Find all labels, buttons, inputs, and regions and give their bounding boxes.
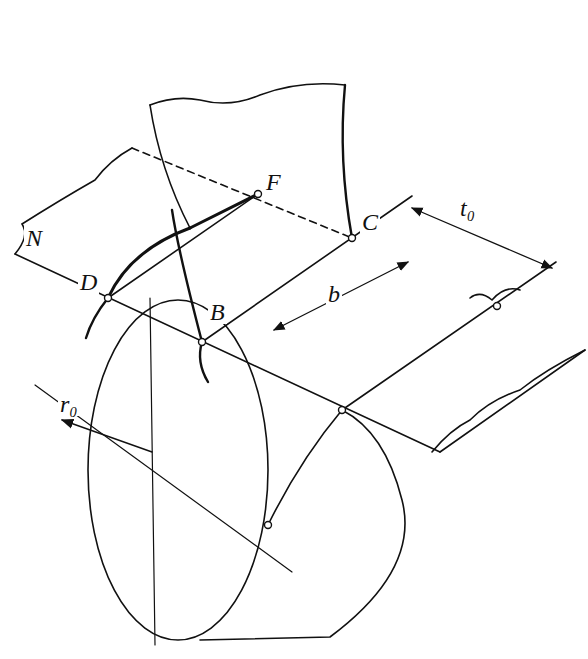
plane-line bbox=[132, 148, 352, 238]
point-dot bbox=[494, 303, 501, 310]
point-label: D bbox=[78, 270, 99, 294]
point-label: t₀ bbox=[458, 196, 477, 220]
radius-arrow bbox=[62, 420, 152, 452]
cylinder-end bbox=[88, 300, 268, 640]
point-dot bbox=[265, 522, 272, 529]
plane-line bbox=[108, 194, 258, 298]
tooth-edge bbox=[172, 210, 202, 342]
helix-curve bbox=[86, 298, 108, 338]
dimension-arrow bbox=[274, 262, 408, 330]
plane-line bbox=[202, 196, 412, 342]
tooth-edge bbox=[190, 194, 258, 228]
cylinder-outline bbox=[200, 410, 405, 640]
tooth-edge bbox=[150, 84, 345, 105]
tooth-edge bbox=[150, 105, 190, 228]
point-label: b bbox=[326, 282, 342, 306]
helix-curve bbox=[200, 342, 208, 382]
plane-edge bbox=[470, 289, 520, 300]
axis-line bbox=[35, 385, 292, 572]
plane-edge bbox=[15, 254, 440, 452]
point-label: B bbox=[208, 300, 227, 324]
point-dot bbox=[349, 235, 356, 242]
dimension-arrow bbox=[412, 208, 552, 268]
point-dot bbox=[255, 191, 262, 198]
point-label: C bbox=[360, 210, 380, 234]
plane-line bbox=[440, 350, 585, 452]
point-dot bbox=[199, 339, 206, 346]
point-dot bbox=[105, 295, 112, 302]
point-label: N bbox=[24, 226, 44, 250]
helix-curve bbox=[268, 410, 342, 525]
plane-edge bbox=[432, 350, 585, 452]
tooth-edge bbox=[343, 85, 352, 238]
point-label: F bbox=[264, 170, 283, 194]
point-label: r₀ bbox=[58, 392, 80, 416]
point-dot bbox=[339, 407, 346, 414]
plane-edge bbox=[15, 148, 132, 254]
